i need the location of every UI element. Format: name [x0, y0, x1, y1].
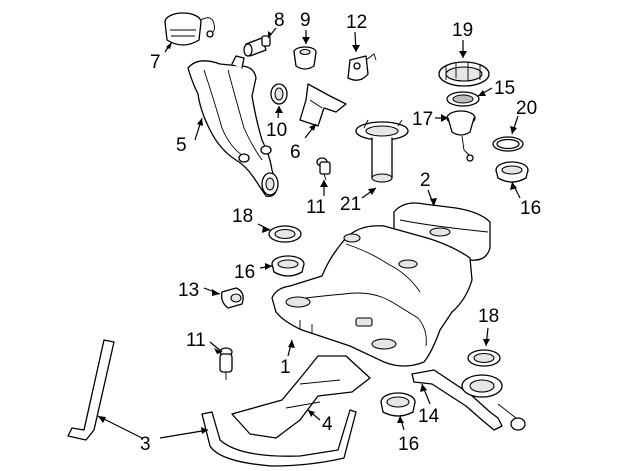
callout-15: 15 — [494, 78, 515, 99]
callout-2: 2 — [420, 170, 431, 191]
callout-12: 12 — [346, 12, 367, 33]
callout-18-upper: 18 — [232, 206, 253, 227]
leader-lines — [97, 27, 521, 439]
callout-18-lower: 18 — [478, 306, 499, 327]
retaining-ring-upper-part — [495, 161, 529, 183]
callout-10: 10 — [266, 120, 287, 141]
callout-14: 14 — [418, 406, 440, 427]
callout-16-middle: 16 — [234, 262, 255, 283]
callout-1: 1 — [280, 357, 291, 378]
suction-line-part — [411, 369, 526, 431]
callout-9: 9 — [300, 10, 311, 31]
vent-valve-part — [243, 35, 271, 57]
callout-20: 20 — [516, 98, 537, 119]
o-ring-part — [492, 136, 524, 152]
callout-21: 21 — [340, 194, 361, 215]
clamp-part — [270, 83, 288, 105]
check-valve-upper-part — [316, 157, 331, 181]
callout-6: 6 — [290, 142, 301, 163]
callout-11-upper: 11 — [306, 197, 326, 218]
callout-8: 8 — [274, 10, 285, 31]
heat-shield-part — [299, 83, 347, 127]
level-sender-part — [446, 110, 476, 162]
retaining-ring-lower-part — [380, 392, 416, 417]
callout-4: 4 — [322, 414, 333, 435]
callout-5: 5 — [176, 135, 187, 156]
callout-13: 13 — [178, 280, 199, 301]
callout-7: 7 — [150, 52, 161, 73]
retaining-ring-middle-part — [271, 255, 305, 277]
callout-19: 19 — [452, 20, 473, 41]
fuel-cap-part — [164, 12, 215, 46]
lower-shield-part — [231, 355, 371, 439]
grommet-part — [293, 46, 317, 70]
fuel-pump-part — [355, 119, 409, 183]
seal-part — [446, 91, 480, 107]
callout-16-lower: 16 — [398, 434, 419, 455]
callout-3: 3 — [140, 434, 151, 455]
filler-neck-part — [187, 55, 279, 197]
seal-upper-part — [268, 225, 302, 243]
callout-17: 17 — [412, 109, 433, 130]
callout-11-lower: 11 — [186, 330, 206, 351]
tank-strap-part — [67, 339, 357, 467]
vent-fitting-part — [220, 287, 244, 309]
check-valve-lower-part — [219, 347, 233, 380]
callout-16-upper: 16 — [520, 198, 541, 219]
sending-unit-part — [347, 53, 377, 81]
fuel-tank-main-part — [271, 225, 473, 367]
seal-lower-part — [467, 349, 501, 367]
lock-ring-part — [438, 61, 490, 87]
